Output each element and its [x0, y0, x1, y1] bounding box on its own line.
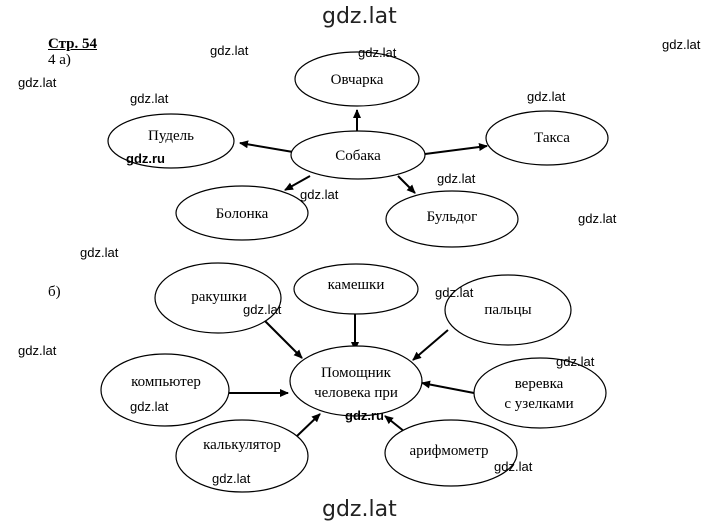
label-ovcharka: Овчарка: [331, 72, 384, 88]
page-label: Стр. 54: [48, 36, 98, 52]
watermark-small: gdz.lat: [212, 471, 251, 486]
node-kompyuter: [100, 353, 230, 427]
label-rakushki: ракушки: [191, 289, 247, 305]
node-ovcharka: [294, 51, 420, 107]
node-kameshki: [293, 263, 419, 315]
label-sobaka: Собака: [335, 148, 381, 164]
node-paltsy: [444, 274, 572, 346]
arrow-b-rakushki: [261, 317, 303, 359]
label-arifmometr: арифмометр: [410, 443, 489, 459]
arrow-a-lower-right: [397, 175, 416, 194]
watermark-bottom: gdz.lat: [322, 497, 397, 522]
node-pudel: [107, 113, 235, 169]
label-kalkulyator: калькулятор: [203, 437, 281, 453]
watermark-small: gdz.lat: [435, 285, 474, 300]
watermark-ru: gdz.ru: [345, 408, 384, 423]
watermark-small: gdz.lat: [662, 37, 701, 52]
task-b-label: б): [48, 284, 61, 300]
arrow-b-kalkulyator: [296, 413, 321, 437]
watermark-small: gdz.lat: [80, 245, 119, 260]
watermark-small: gdz.lat: [243, 302, 282, 317]
watermark-small: gdz.lat: [18, 343, 57, 358]
watermark-small: gdz.lat: [578, 211, 617, 226]
label-kameshki: камешки: [328, 277, 385, 293]
watermark-small: gdz.lat: [494, 459, 533, 474]
watermark-ru: gdz.ru: [126, 151, 165, 166]
label-kompyuter: компьютер: [131, 374, 201, 390]
diagram-a: Собака Овчарка Пудель Такса Болонка Буль…: [107, 51, 609, 248]
label-verevka-line1: веревка: [515, 376, 564, 392]
node-arifmometr: [384, 419, 518, 487]
watermark-small: gdz.lat: [556, 354, 595, 369]
task-a-label: 4 а): [48, 52, 71, 68]
label-center-line2: человека при: [314, 385, 398, 401]
node-buldog: [385, 190, 519, 248]
node-sobaka: [290, 130, 426, 180]
watermark-small: gdz.lat: [210, 43, 249, 58]
label-pudel: Пудель: [148, 128, 194, 144]
node-pomoshchnik: [289, 345, 423, 417]
label-verevka-line2: с узелками: [504, 396, 573, 412]
arrow-a-right: [424, 143, 488, 155]
label-buldog: Бульдог: [427, 209, 478, 225]
node-taksa: [485, 110, 609, 166]
node-bolonka: [175, 185, 309, 241]
watermark-top: gdz.lat: [322, 4, 397, 29]
node-rakushki: [154, 262, 282, 334]
arrow-b-paltsy: [412, 329, 449, 361]
label-taksa: Такса: [534, 130, 570, 146]
watermark-small: gdz.lat: [300, 187, 339, 202]
arrow-a-lower-left: [284, 175, 311, 191]
label-paltsy: пальцы: [484, 302, 531, 318]
watermark-small: gdz.lat: [527, 89, 566, 104]
arrow-b-verevka: [421, 380, 475, 394]
watermark-small: gdz.lat: [18, 75, 57, 90]
arrow-a-left: [239, 140, 294, 153]
watermark-small: gdz.lat: [437, 171, 476, 186]
watermark-small: gdz.lat: [130, 91, 169, 106]
node-kalkulyator: [175, 419, 309, 493]
watermark-small: gdz.lat: [130, 399, 169, 414]
arrow-b-arifmometr: [384, 415, 406, 433]
label-bolonka: Болонка: [216, 206, 269, 222]
node-verevka: [473, 357, 607, 429]
label-center-line1: Помощник: [321, 365, 392, 381]
watermark-small: gdz.lat: [358, 45, 397, 60]
diagram-b: Помощник человека при ракушки камешки па…: [100, 262, 607, 493]
